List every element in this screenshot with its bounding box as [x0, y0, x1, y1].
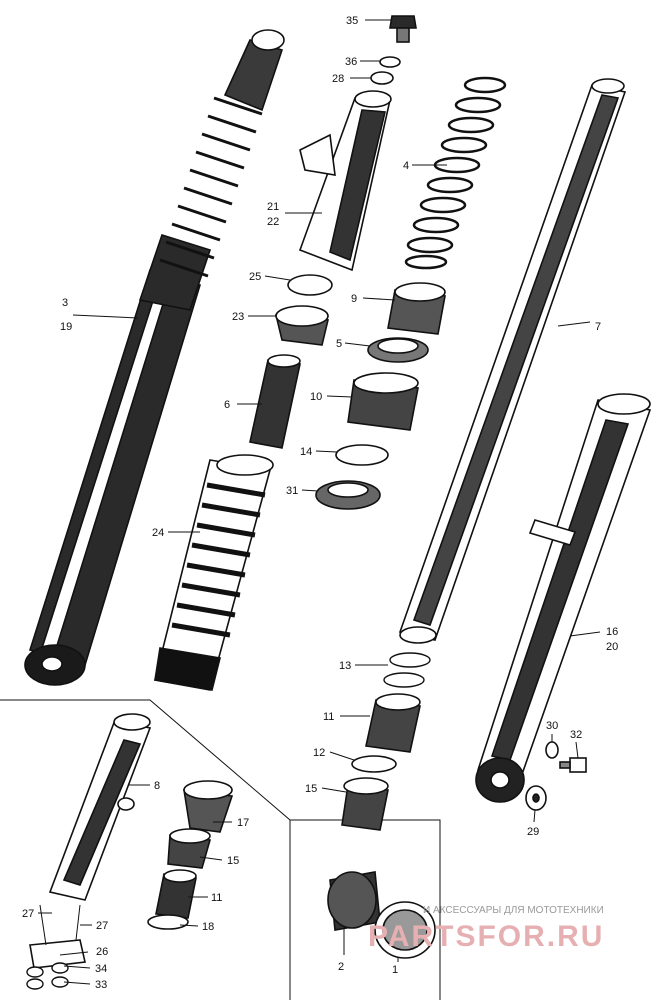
- inner-fork-tube-part: [398, 78, 627, 644]
- seal-part-17: [183, 780, 234, 833]
- left-fork-leg-part: [24, 29, 285, 686]
- fork-spring-part: [404, 76, 507, 270]
- callout-32: 32: [570, 729, 582, 741]
- callout-10: 10: [310, 391, 322, 403]
- callout-15: 15: [305, 783, 317, 795]
- callout-34: 34: [95, 963, 107, 975]
- cap-part-1: [374, 901, 436, 959]
- callout-3: 3: [62, 297, 68, 309]
- callout-25: 25: [249, 271, 261, 283]
- bushing-part-11-inset: [155, 869, 197, 919]
- callout-11-inset: 11: [211, 892, 222, 904]
- callout-33: 33: [95, 979, 107, 991]
- top-bolt-part: [389, 15, 417, 43]
- callout-19: 19: [60, 321, 72, 333]
- callout-7: 7: [595, 321, 601, 333]
- callout-6: 6: [224, 399, 230, 411]
- washer-part-30: [545, 741, 559, 759]
- callout-15-inset: 15: [227, 855, 239, 867]
- seat-part-15-inset: [167, 828, 212, 869]
- seal-part-5: [367, 337, 429, 363]
- washer-part: [370, 71, 394, 85]
- callout-13: 13: [339, 660, 351, 672]
- callout-27-right: 27: [96, 920, 108, 932]
- fork-slider-part: [475, 393, 652, 803]
- leader-lines: [38, 19, 601, 985]
- rubber-boot-part: [154, 454, 274, 691]
- callout-2: 2: [338, 961, 344, 973]
- inset-frame-left: [0, 699, 291, 1000]
- callout-23: 23: [232, 311, 244, 323]
- callout-30: 30: [546, 720, 558, 732]
- seat-part-15: [341, 777, 389, 831]
- callout-24: 24: [152, 527, 164, 539]
- callout-5: 5: [336, 338, 342, 350]
- damper-rod-part: [249, 354, 301, 449]
- washer-part-29: [525, 785, 547, 811]
- seal-part-23: [274, 305, 329, 346]
- callout-9: 9: [351, 293, 357, 305]
- callout-labels: 35 36 28 4 21 22 3 19 25 9 7 23 5 6 10 1…: [22, 15, 618, 991]
- callout-18: 18: [202, 921, 214, 933]
- alt-fork-slider-part: [48, 713, 152, 901]
- callout-29: 29: [527, 826, 539, 838]
- callout-35: 35: [346, 15, 358, 27]
- callout-36: 36: [345, 56, 357, 68]
- inset-frame-right: [290, 819, 441, 1000]
- callout-26: 26: [96, 946, 108, 958]
- watermark-tagline: И АКСЕССУАРЫ ДЛЯ МОТОТЕХНИКИ: [423, 905, 604, 916]
- bushing-part-11: [365, 693, 421, 753]
- callout-28: 28: [332, 73, 344, 85]
- ring-part-25: [287, 274, 333, 296]
- callout-12: 12: [313, 747, 325, 759]
- seal-part-31: [315, 480, 381, 510]
- callout-4: 4: [403, 160, 409, 172]
- watermark-brand: PARTSFOR.RU: [368, 920, 604, 953]
- bushing-part-10: [347, 372, 419, 431]
- callout-22: 22: [267, 216, 279, 228]
- callout-16: 16: [606, 626, 618, 638]
- ring-part-12: [351, 755, 397, 773]
- ring-part-18: [147, 914, 189, 930]
- callout-1: 1: [392, 964, 398, 976]
- callout-8: 8: [154, 780, 160, 792]
- ring-part-14: [335, 444, 389, 466]
- callout-17: 17: [237, 817, 249, 829]
- bushing-part-9: [387, 282, 446, 335]
- callout-11: 11: [323, 711, 334, 723]
- callout-27-left: 27: [22, 908, 34, 920]
- callout-20: 20: [606, 641, 618, 653]
- axle-clamp-part-26: [29, 904, 86, 969]
- callout-31: 31: [286, 485, 298, 497]
- o-ring-part: [379, 56, 401, 68]
- o-rings-part-13: [383, 652, 431, 688]
- bolt-part-32: [559, 757, 587, 773]
- callout-14: 14: [300, 446, 312, 458]
- callout-21: 21: [267, 201, 279, 213]
- fork-cover-part: [298, 90, 392, 272]
- cap-part-2: [327, 871, 381, 931]
